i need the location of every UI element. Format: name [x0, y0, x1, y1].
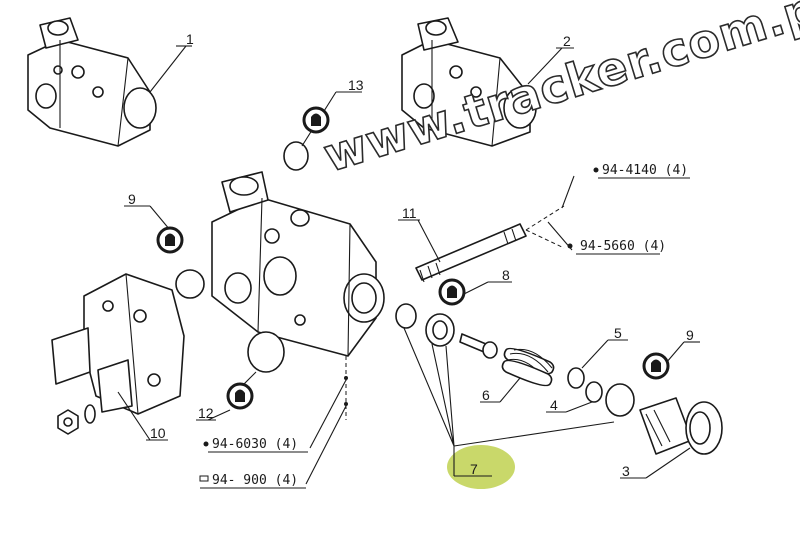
spring-6[interactable]	[501, 347, 555, 387]
seal-kit-icon	[226, 382, 254, 410]
end-cover-10[interactable]	[51, 273, 185, 415]
poppet-pin[interactable]	[459, 333, 498, 359]
callout-7: 7	[470, 461, 478, 477]
callout-7-highlight	[447, 445, 515, 489]
callout-4: 4	[550, 397, 558, 413]
callout-8: 8	[502, 267, 510, 283]
callout-5: 5	[614, 325, 622, 341]
callout-2: 2	[563, 33, 571, 49]
seal-kit-icon	[156, 226, 184, 254]
o-ring-9-left[interactable]	[175, 269, 205, 299]
valve-seat-8[interactable]	[425, 313, 455, 347]
part-ref-94-6030: 94-6030 (4)	[212, 437, 298, 452]
callout-9-right: 9	[686, 327, 694, 343]
o-ring-5[interactable]	[567, 367, 585, 389]
callout-12: 12	[198, 405, 214, 421]
callout-13: 13	[348, 77, 364, 93]
callout-9-left: 9	[128, 191, 136, 207]
o-ring-7[interactable]	[395, 303, 417, 329]
watermark-text: www.tracker.com.pl	[317, 0, 800, 183]
seal-kit-icon	[438, 278, 466, 306]
main-valve-body[interactable]	[211, 171, 385, 357]
o-ring-13[interactable]	[283, 141, 309, 171]
valve-section-1[interactable]	[27, 17, 157, 147]
plug-3[interactable]	[639, 397, 723, 455]
o-ring-9-right[interactable]	[605, 383, 635, 417]
part-ref-94-900: 94- 900 (4)	[212, 473, 298, 488]
callout-10: 10	[150, 425, 166, 441]
valve-section-2[interactable]	[401, 17, 537, 147]
seal-kit-icon	[642, 352, 670, 380]
callout-6: 6	[482, 387, 490, 403]
seal-kit-icon	[302, 106, 330, 134]
o-ring-4[interactable]	[585, 381, 603, 403]
nut-and-washer[interactable]	[57, 404, 96, 435]
callout-3: 3	[622, 463, 630, 479]
tie-rod-11[interactable]	[415, 223, 527, 283]
callout-1: 1	[186, 31, 194, 47]
callout-11: 11	[402, 205, 417, 221]
o-ring-12[interactable]	[247, 331, 285, 373]
part-ref-94-4140: 94-4140 (4)	[602, 163, 688, 178]
part-ref-94-5660: 94-5660 (4)	[580, 239, 666, 254]
